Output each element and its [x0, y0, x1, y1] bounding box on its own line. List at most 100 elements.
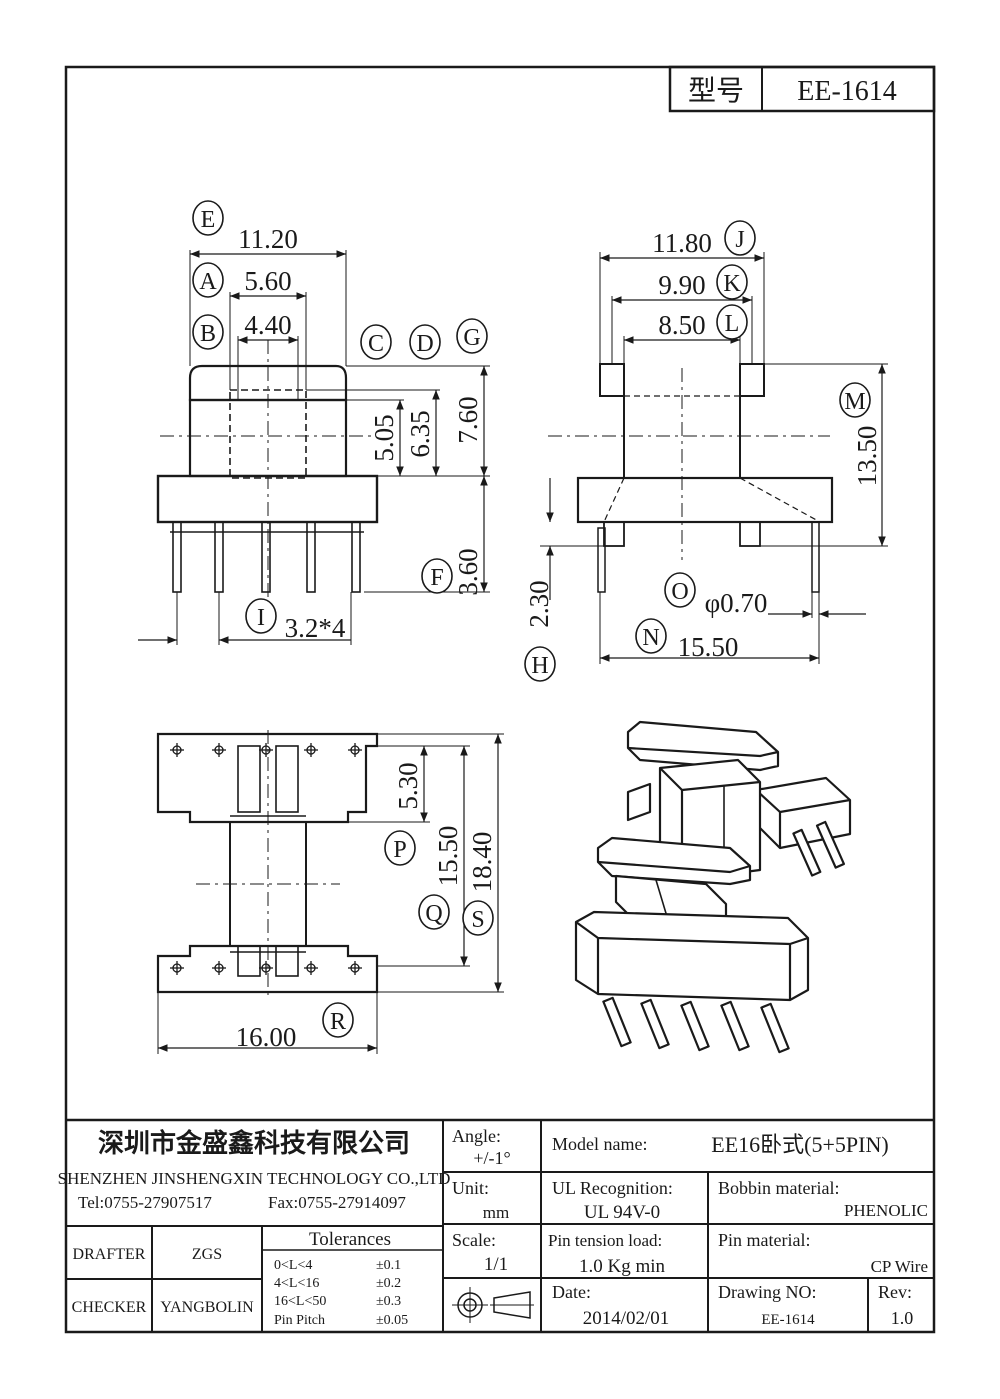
svg-text:L: L: [725, 311, 740, 337]
dim-505-value: 5.05: [369, 414, 399, 461]
dim-S-value: 18.40: [467, 832, 497, 893]
svg-text:E: E: [201, 207, 216, 233]
side-view-labels: 11.80 9.90 8.50 13.50 2.30 φ0.70 15.50: [524, 228, 882, 662]
dim-O-value: φ0.70: [705, 588, 768, 618]
callout-H: H: [524, 646, 556, 682]
callout-N: N: [635, 618, 667, 654]
callout-P: P: [384, 830, 416, 866]
unit-label: Unit:: [452, 1178, 489, 1198]
svg-text:C: C: [368, 331, 384, 357]
dim-635-value: 6.35: [405, 410, 435, 457]
model-name-label: Model name:: [552, 1134, 647, 1154]
top-view-labels: 5.30 15.50 18.40 16.00: [236, 762, 497, 1052]
pin-tension-value: 1.0 Kg min: [579, 1256, 666, 1277]
callout-Q: Q: [418, 894, 450, 930]
callout-A: A: [192, 262, 224, 298]
dim-J-value: 11.80: [652, 228, 712, 258]
dim-I-value: 3.2*4: [285, 613, 346, 643]
company-tel: Tel:0755-27907517: [78, 1193, 212, 1212]
dim-M-value: 13.50: [852, 426, 882, 487]
dim-L-value: 8.50: [658, 310, 705, 340]
svg-text:S: S: [471, 907, 484, 933]
dim-P-value: 5.30: [393, 762, 423, 809]
callout-J: J: [724, 220, 756, 256]
drafter-value: ZGS: [192, 1246, 222, 1263]
callout-C: C: [360, 324, 392, 360]
tol-range-4: Pin Pitch: [274, 1313, 325, 1328]
callout-F: F: [421, 558, 453, 594]
tol-value-1: ±0.1: [376, 1258, 401, 1273]
dim-N-value: 15.50: [678, 632, 739, 662]
callout-B: B: [192, 314, 224, 350]
company-name-cn: 深圳市金盛鑫科技有限公司: [98, 1128, 410, 1158]
svg-text:A: A: [199, 269, 217, 295]
svg-text:K: K: [723, 271, 741, 297]
tolerances-label: Tolerances: [309, 1229, 391, 1250]
title-block: [66, 1118, 934, 1332]
model-name-value: EE16卧式(5+5PIN): [711, 1132, 888, 1157]
checker-label: CHECKER: [72, 1299, 147, 1316]
front-view-labels: 11.20 5.60 4.40 5.05 6.35 7.60 3.60 3.2*…: [238, 224, 483, 643]
pin-tension-label: Pin tension load:: [548, 1231, 662, 1250]
callout-I: I: [245, 598, 277, 634]
tol-range-3: 16<L<50: [274, 1294, 326, 1309]
side-view: [540, 252, 888, 664]
svg-text:I: I: [257, 605, 265, 631]
date-label: Date:: [552, 1282, 591, 1302]
rev-label: Rev:: [878, 1282, 912, 1302]
tol-value-4: ±0.05: [376, 1313, 408, 1328]
projection-symbol-icon: [452, 1287, 534, 1323]
svg-text:O: O: [671, 579, 688, 605]
model-header: 型号 EE-1614: [668, 65, 936, 113]
svg-text:B: B: [200, 321, 216, 347]
checker-value: YANGBOLIN: [160, 1299, 254, 1316]
isometric-view: [574, 720, 852, 1054]
outer-frame: [64, 65, 936, 1334]
drafter-label: DRAFTER: [73, 1246, 146, 1263]
svg-text:N: N: [642, 625, 659, 651]
drawing-no-value: EE-1614: [761, 1312, 815, 1328]
svg-text:F: F: [430, 565, 443, 591]
ul-label: UL Recognition:: [552, 1178, 673, 1198]
callout-M: M: [839, 382, 871, 418]
callout-E: E: [192, 200, 224, 236]
scale-value: 1/1: [484, 1254, 508, 1275]
company-fax: Fax:0755-27914097: [268, 1193, 406, 1212]
tol-value-3: ±0.3: [376, 1294, 401, 1309]
title-block-text: 深圳市金盛鑫科技有限公司 SHENZHEN JINSHENGXIN TECHNO…: [58, 1126, 928, 1329]
pin-material-label: Pin material:: [718, 1230, 810, 1250]
dim-K-value: 9.90: [658, 270, 705, 300]
callout-L: L: [716, 304, 748, 340]
svg-text:Q: Q: [425, 901, 442, 927]
company-name-en: SHENZHEN JINSHENGXIN TECHNOLOGY CO.,LTD: [58, 1169, 451, 1188]
bobbin-material-value: PHENOLIC: [844, 1201, 928, 1220]
callout-R: R: [322, 1002, 354, 1038]
dim-E-value: 11.20: [238, 224, 298, 254]
dim-760-value: 7.60: [453, 396, 483, 443]
dim-Q-value: 15.50: [433, 826, 463, 887]
pin-markers: [170, 743, 362, 975]
dim-R-value: 16.00: [236, 1022, 297, 1052]
dim-H-value: 2.30: [524, 580, 554, 627]
unit-value: mm: [483, 1203, 509, 1222]
svg-text:G: G: [463, 325, 480, 351]
callout-K: K: [716, 264, 748, 300]
tol-range-2: 4<L<16: [274, 1276, 319, 1291]
dim-F-value: 3.60: [453, 548, 483, 595]
svg-text:P: P: [393, 837, 406, 863]
angle-value: +/-1°: [473, 1148, 510, 1168]
svg-text:H: H: [531, 653, 548, 679]
bobbin-material-label: Bobbin material:: [718, 1178, 839, 1198]
angle-label: Angle:: [452, 1126, 501, 1146]
model-label: 型号: [688, 75, 744, 107]
svg-text:R: R: [330, 1009, 346, 1035]
callouts: E A B C D G F I H J K L M O N P Q S R: [192, 200, 871, 1038]
callout-O: O: [664, 572, 696, 608]
callout-D: D: [409, 324, 441, 360]
callout-S: S: [462, 900, 494, 936]
scale-label: Scale:: [452, 1230, 496, 1250]
drawing-no-label: Drawing NO:: [718, 1282, 816, 1302]
dim-A-value: 5.60: [244, 266, 291, 296]
tol-range-1: 0<L<4: [274, 1258, 312, 1273]
model-value: EE-1614: [797, 76, 897, 107]
